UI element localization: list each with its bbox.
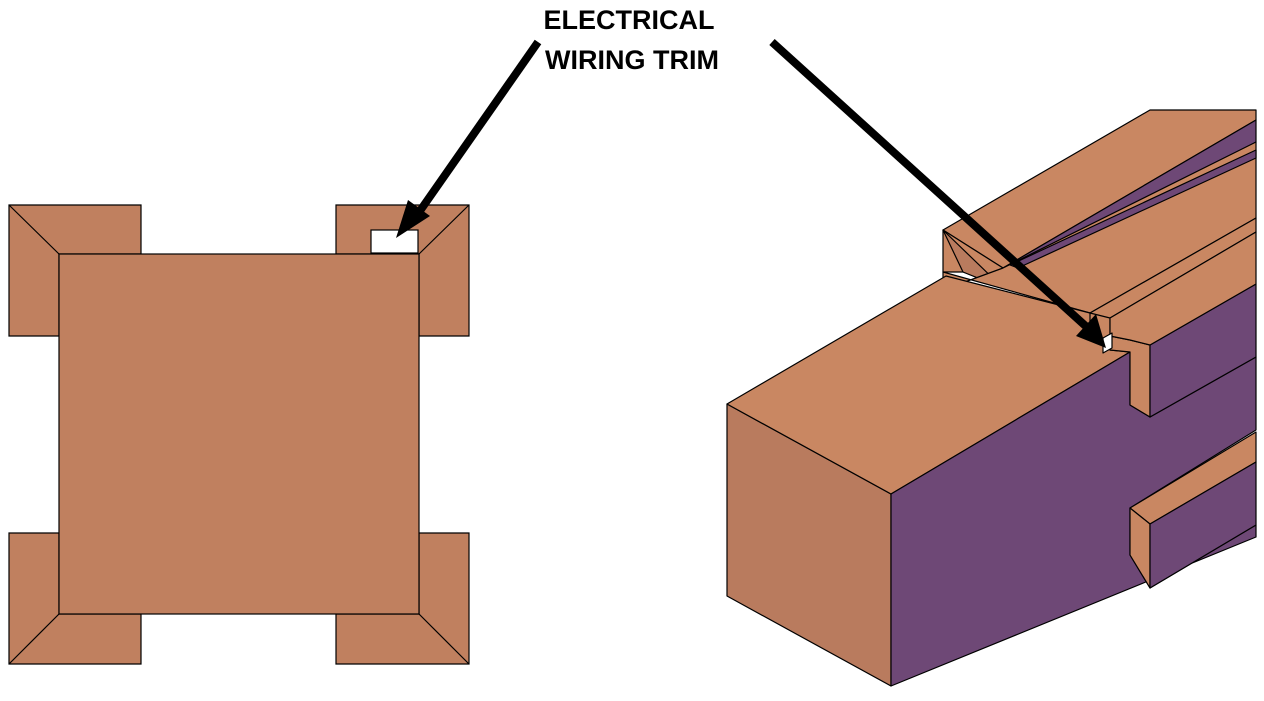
arrow-shaft-left [411,39,542,221]
callout-label-line-2: WIRING TRIM [545,45,719,75]
arrow-head-left [396,200,430,238]
plan-miter-line [418,613,470,665]
plan-main-log [58,253,420,615]
callout-label-line-1: ELECTRICAL [543,5,715,35]
callout-arrows [396,39,1106,348]
plan-miter-line [8,204,60,255]
plan-miter-line [418,204,470,255]
arrow-shaft-right [769,39,1093,333]
plan-wiring-notch [370,229,419,254]
isometric-view [726,109,1257,687]
plan-miter-line [8,613,60,665]
iso-lower-tenon-side [1149,461,1257,589]
arrow-head-right [1076,314,1106,348]
iso-wiring-notch [1102,332,1113,354]
plan-view [8,204,470,665]
